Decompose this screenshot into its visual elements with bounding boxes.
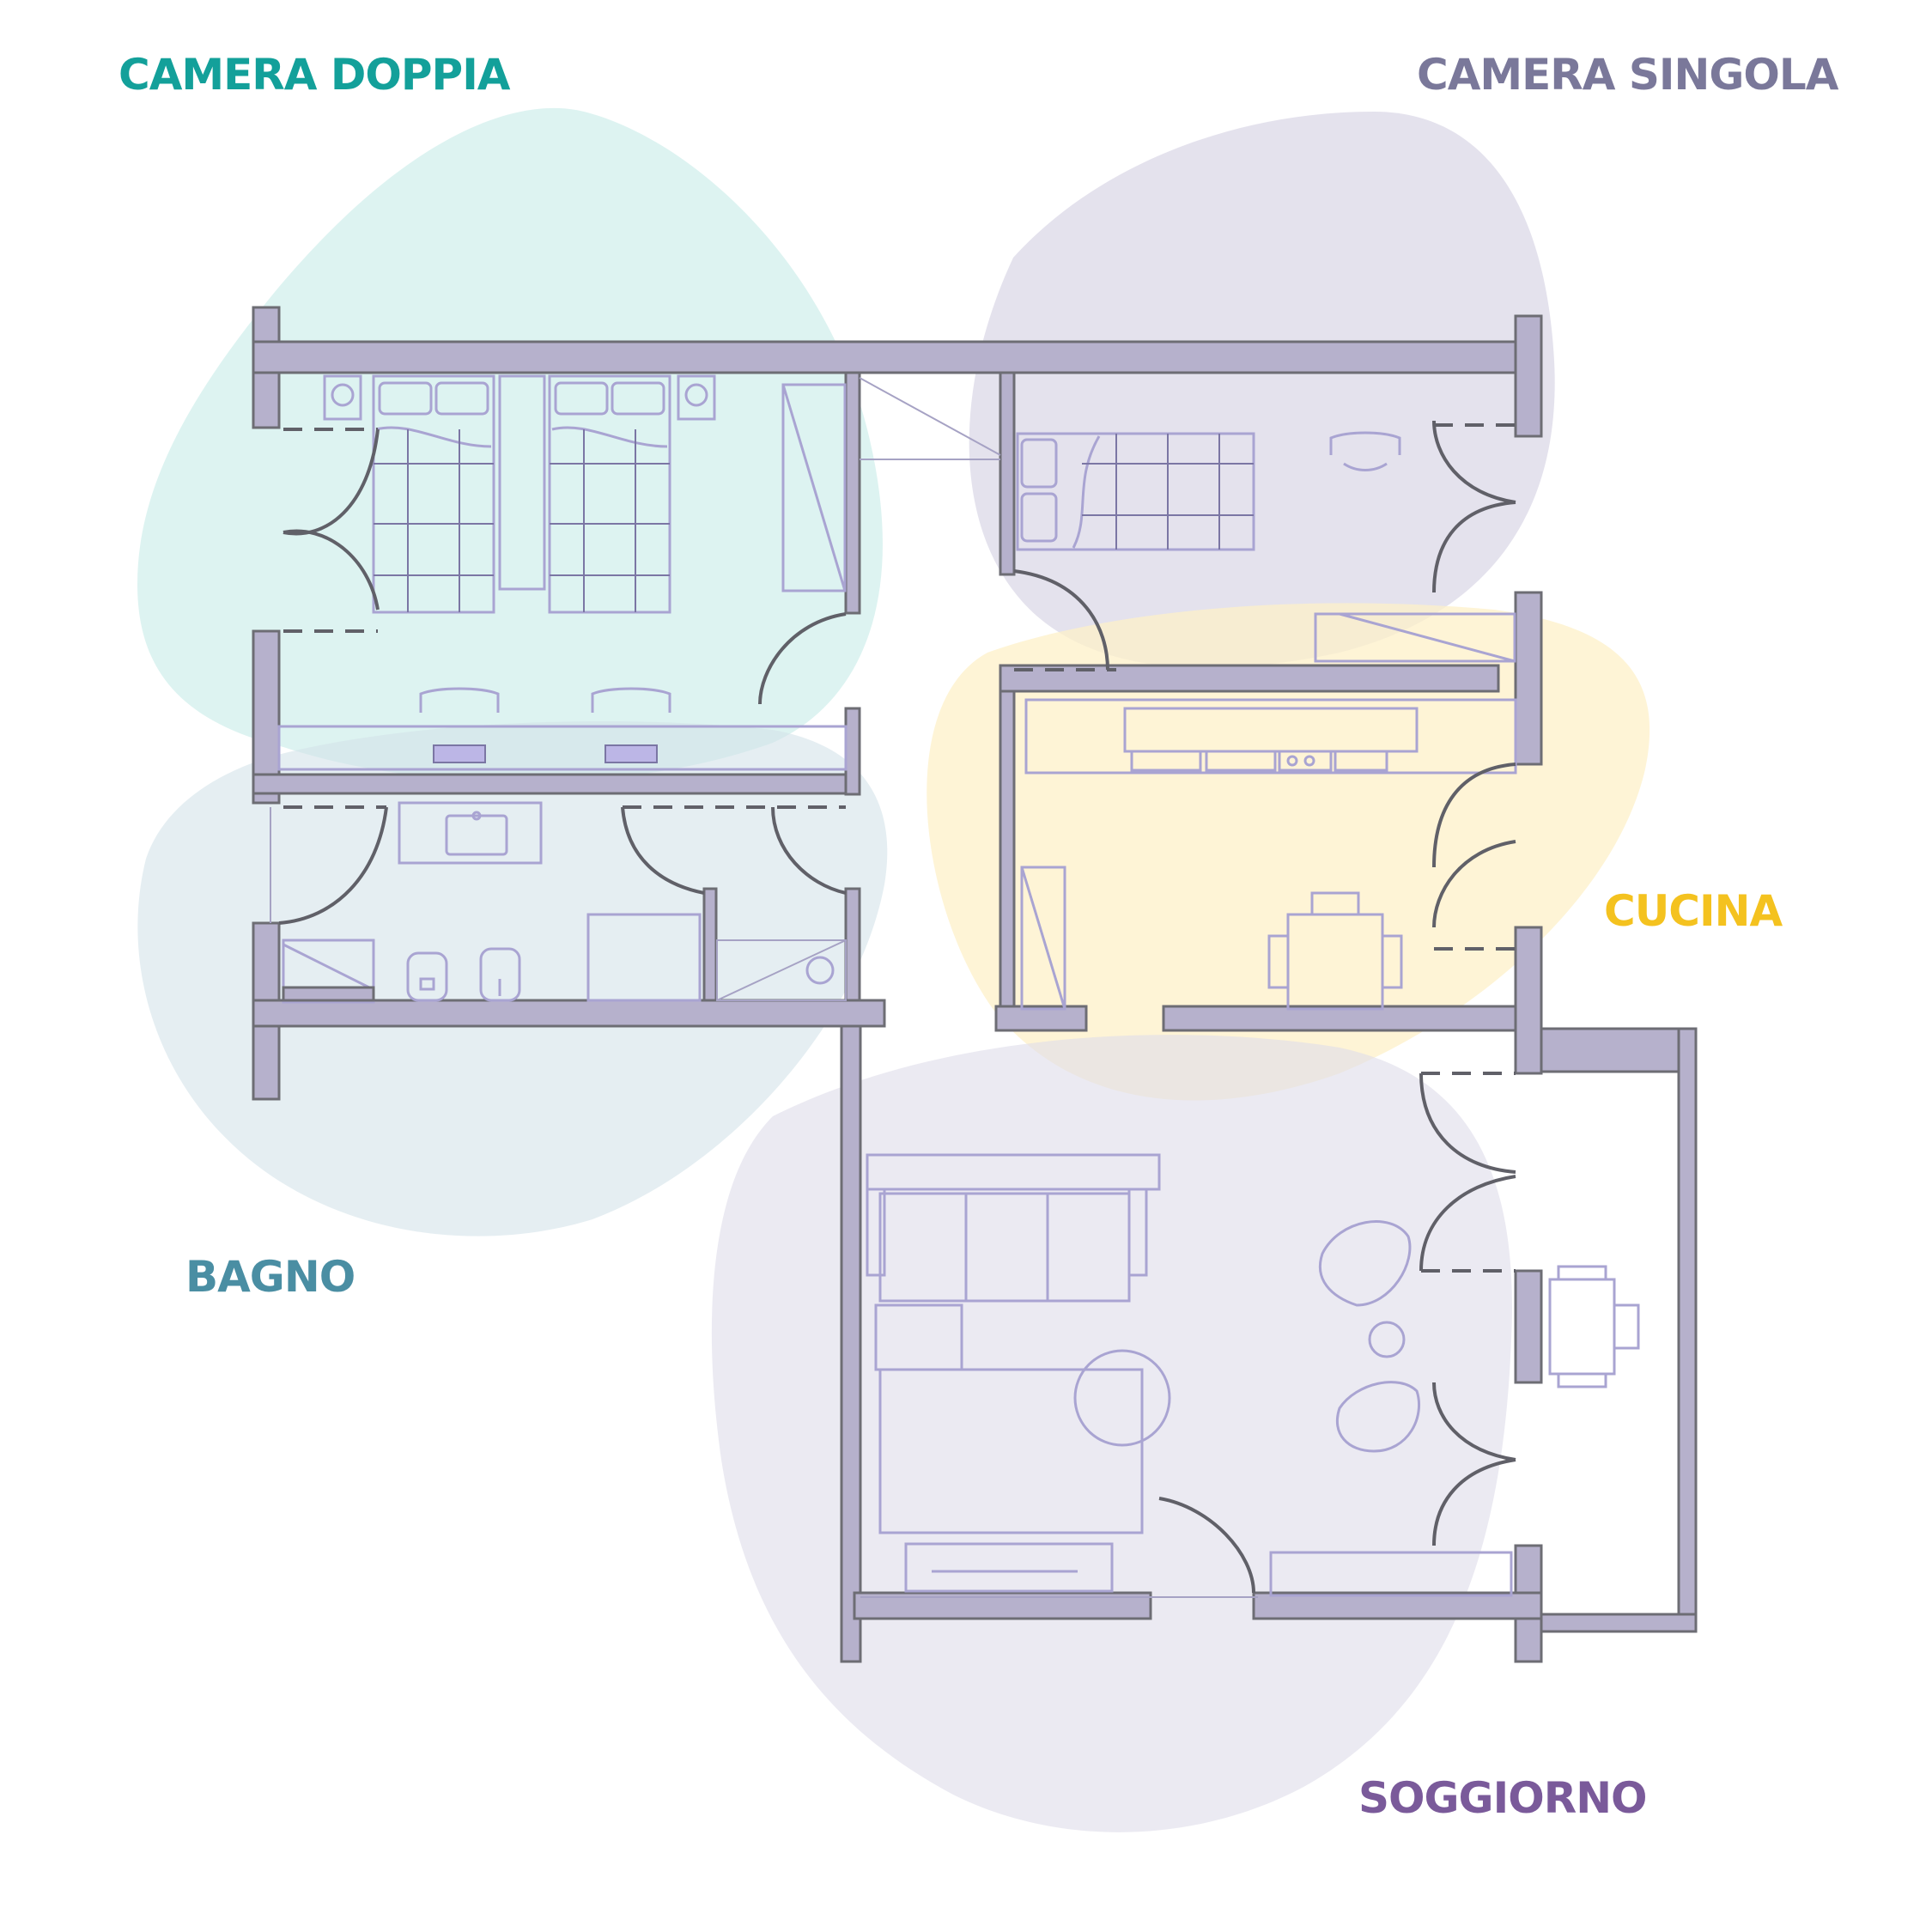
double-bed-icon: [548, 374, 671, 614]
desk-icon: [277, 725, 848, 771]
balcony-table-icon: [1548, 1265, 1640, 1388]
label-bagno: BAGNO: [185, 1252, 355, 1302]
sink-icon: [398, 801, 543, 865]
bidet-icon: [479, 947, 521, 1002]
camera-singola-furniture: [1013, 420, 1516, 671]
walls: [252, 306, 1698, 1663]
cucina-furniture: [1020, 698, 1517, 1011]
desk-chair-icon: [419, 687, 500, 763]
label-soggiorno: SOGGIORNO: [1358, 1773, 1648, 1823]
kitchen-counter-icon: [1024, 698, 1517, 775]
door-swing-icon: [1432, 1382, 1516, 1461]
toilet-icon: [406, 951, 448, 1002]
door-swing-icon: [621, 806, 705, 895]
armchair-icon: [1318, 1220, 1412, 1307]
armchair-icon: [1335, 1381, 1421, 1453]
table-icon: [1073, 1349, 1171, 1447]
blob-soggiorno: [711, 1035, 1512, 1832]
blob-camera-doppia: [137, 107, 883, 782]
label-camera-doppia: CAMERA DOPPIA: [118, 50, 511, 100]
door-swing-icon: [771, 806, 847, 895]
camera-doppia-doors: [283, 377, 1001, 705]
fridge-icon: [1020, 866, 1066, 1011]
zone-blobs: [137, 107, 1650, 1832]
sofa-icon: [866, 1153, 1161, 1303]
door-swing-icon: [283, 529, 380, 611]
table-icon: [1267, 891, 1403, 1011]
label-cucina: CUCINA: [1604, 886, 1783, 936]
door-swing-icon: [278, 806, 388, 925]
door-swing-icon: [1432, 501, 1516, 593]
camera-doppia-furniture: [277, 374, 848, 771]
console-icon: [1269, 1551, 1513, 1597]
door-swing-icon: [758, 612, 847, 705]
wardrobe-icon: [1314, 612, 1516, 663]
desk-chair-icon: [591, 687, 671, 763]
shower-icon: [716, 939, 847, 1001]
double-bed-icon: [372, 374, 495, 614]
rug-icon: [878, 1368, 1144, 1534]
tv-cabinet-icon: [904, 1542, 1114, 1593]
desk-chair-icon: [1329, 431, 1401, 471]
door-swing-icon: [1013, 569, 1109, 671]
blob-bagno: [137, 721, 888, 1236]
wardrobe-icon: [781, 383, 847, 592]
blob-cucina: [927, 603, 1650, 1101]
door-swing-icon: [1419, 1072, 1516, 1174]
door-swing-icon: [1432, 762, 1516, 868]
bathtub-icon: [282, 939, 375, 1004]
bagno-furniture: [270, 801, 847, 1004]
washer-icon: [586, 913, 702, 1002]
lamp-icon: [677, 374, 716, 421]
nightstand-icon: [498, 374, 546, 591]
lamp-icon: [323, 374, 362, 421]
single-bed-icon: [1016, 432, 1255, 551]
label-camera-singola: CAMERA SINGOLA: [1417, 50, 1838, 100]
door-swing-icon: [1158, 1497, 1255, 1594]
soggiorno-furniture: [860, 1072, 1516, 1598]
